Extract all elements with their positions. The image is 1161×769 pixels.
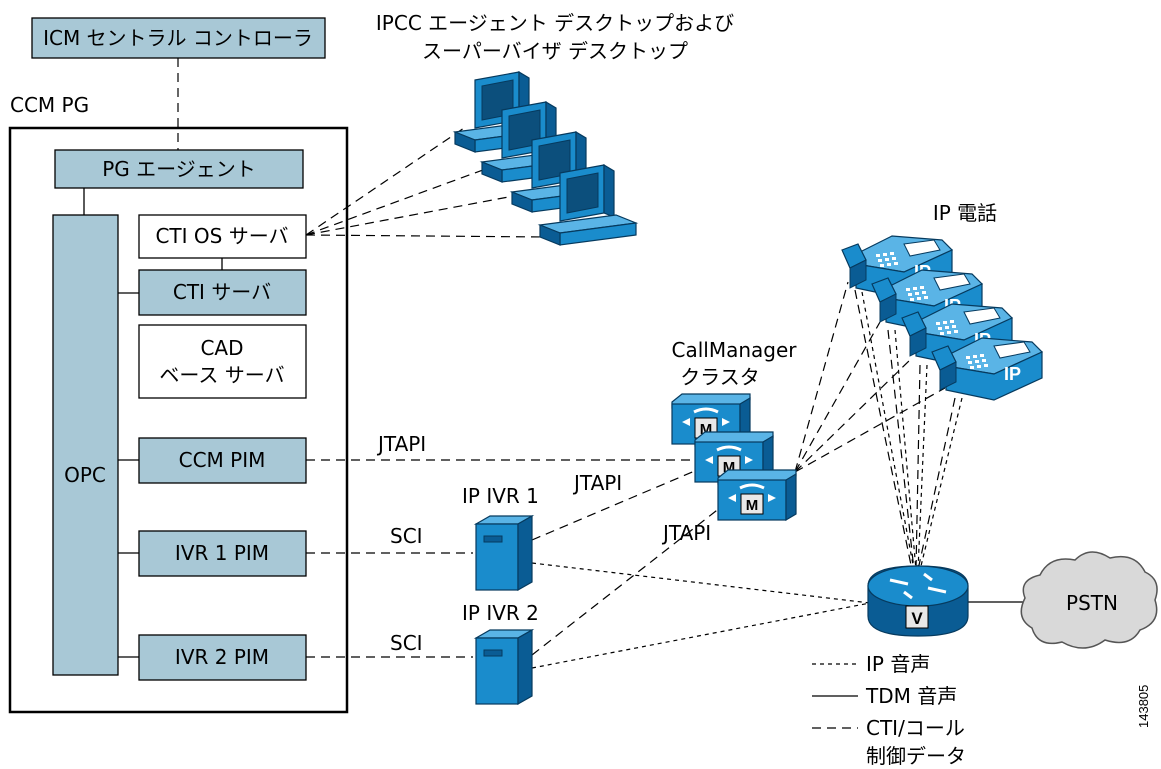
ccm-pg-title: CCM PG [10, 93, 89, 117]
figure-id: 143805 [1136, 685, 1151, 728]
ip-phone-badge: IP [1004, 364, 1021, 384]
cti-os-server-label: CTI OS サーバ [155, 224, 288, 248]
icm-controller-box [31, 17, 326, 59]
ivr2-pim-label: IVR 2 PIM [175, 645, 269, 669]
legend-cti-label-line1: CTI/コール [866, 716, 965, 740]
legend-ip-voice-label: IP 音声 [866, 652, 930, 676]
ip-phones-label: IP 電話 [933, 201, 997, 225]
icm-controller-label: ICM セントラル コントローラ [43, 26, 313, 50]
jtapi-label-ccm: JTAPI [376, 432, 426, 456]
ivr-server-icon [475, 629, 533, 705]
legend-cti-label-line2: 制御データ [866, 744, 966, 768]
pstn-cloud-icon [1020, 551, 1158, 649]
cad-base-server-box [138, 324, 307, 399]
ip-phone-icon: IP [931, 337, 1043, 401]
ccm-pim-label: CCM PIM [179, 448, 266, 472]
voice-gateway-icon: V [867, 565, 969, 637]
gateway-badge: V [911, 609, 923, 628]
jtapi-label-ivr2: JTAPI [661, 521, 711, 545]
callmanager-server-icon: M [716, 468, 798, 522]
ip-ivr2-label: IP IVR 2 [462, 601, 539, 625]
pstn-label: PSTN [1066, 591, 1118, 615]
callmanager-label-line2: クラスタ [680, 365, 760, 389]
cti-os-server-box [138, 214, 307, 259]
legend-tdm-voice-label: TDM 音声 [865, 684, 957, 708]
opc-label: OPC [64, 463, 106, 487]
sci-label-ivr1: SCI [390, 524, 423, 548]
ccm-pg-box [8, 126, 349, 714]
sci-label-ivr2: SCI [390, 631, 423, 655]
cad-label-line2: ベース サーバ [159, 363, 284, 387]
callmanager-label-line1: CallManager [672, 338, 798, 362]
desktops-label-line1: IPCC エージェント デスクトップおよび [376, 11, 734, 35]
callmanager-badge: M [746, 497, 759, 514]
ivr2-pim-box [138, 634, 307, 681]
ccm-pim-box [138, 437, 307, 484]
ivr1-pim-label: IVR 1 PIM [175, 541, 269, 565]
pg-agent-box [54, 149, 304, 189]
cad-label-line1: CAD [200, 336, 243, 360]
opc-box [52, 214, 119, 676]
jtapi-label-ivr1: JTAPI [572, 471, 622, 495]
ip-ivr1-label: IP IVR 1 [462, 484, 539, 508]
pg-agent-label: PG エージェント [102, 157, 256, 181]
cti-server-label: CTI サーバ [173, 280, 271, 304]
ivr-server-icon [475, 515, 533, 591]
desktops-label-line2: スーパーバイザ デスクトップ [422, 39, 688, 63]
cti-server-box [138, 269, 307, 316]
ivr1-pim-box [138, 530, 307, 577]
